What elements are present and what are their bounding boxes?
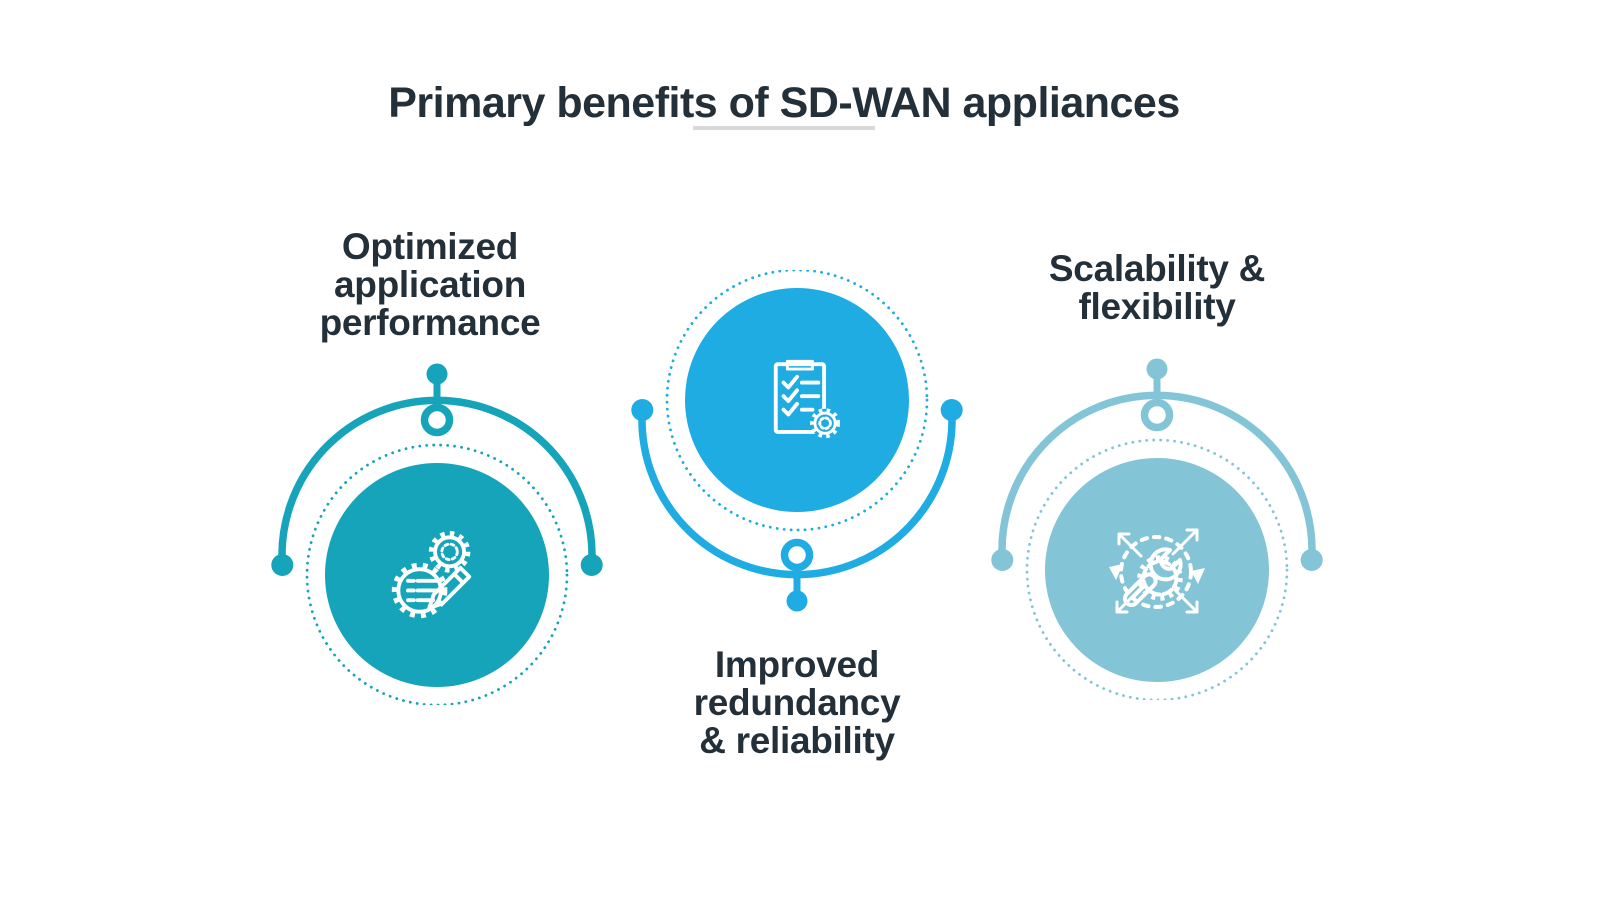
- orbit-arc: [638, 409, 956, 579]
- gears-pencil-icon: [391, 531, 472, 619]
- dotted-circle: [665, 270, 929, 532]
- arc-end-dot: [1300, 549, 1323, 571]
- dotted-circle: [305, 443, 569, 705]
- benefit-label: Improved redundancy & reliability: [693, 644, 901, 761]
- benefit-circle-decoration: [271, 363, 603, 705]
- arc-end-dot: [271, 554, 294, 576]
- benefit-circle-decoration: [991, 358, 1323, 700]
- connector-dot: [786, 590, 808, 612]
- connector-dot: [426, 363, 448, 385]
- arc-end-dot: [580, 554, 603, 576]
- arc-end-dot: [940, 399, 963, 421]
- title-divider: [693, 126, 875, 130]
- dotted-circle: [1025, 438, 1289, 700]
- connector-ring: [780, 538, 814, 572]
- connector-ring: [1140, 398, 1174, 432]
- arc-end-dot: [991, 549, 1014, 571]
- connector-dot: [1146, 358, 1168, 380]
- benefit-label: Optimized application performance: [319, 226, 541, 343]
- orbit-arc: [278, 396, 596, 566]
- benefit-circle: [325, 463, 549, 687]
- orbit-arc: [998, 391, 1316, 561]
- connector-ring: [420, 403, 454, 437]
- arc-end-dot: [631, 399, 654, 421]
- benefit-label: Scalability & flexibility: [1048, 248, 1266, 327]
- checklist-clipboard-icon: [773, 359, 841, 439]
- benefit-circle-decoration: [631, 270, 963, 612]
- benefit-circle: [685, 288, 909, 512]
- wrench-gear-expand-icon: [1109, 528, 1205, 614]
- page-title: Primary benefits of SD-WAN appliances: [388, 78, 1180, 127]
- benefit-circle: [1045, 458, 1269, 682]
